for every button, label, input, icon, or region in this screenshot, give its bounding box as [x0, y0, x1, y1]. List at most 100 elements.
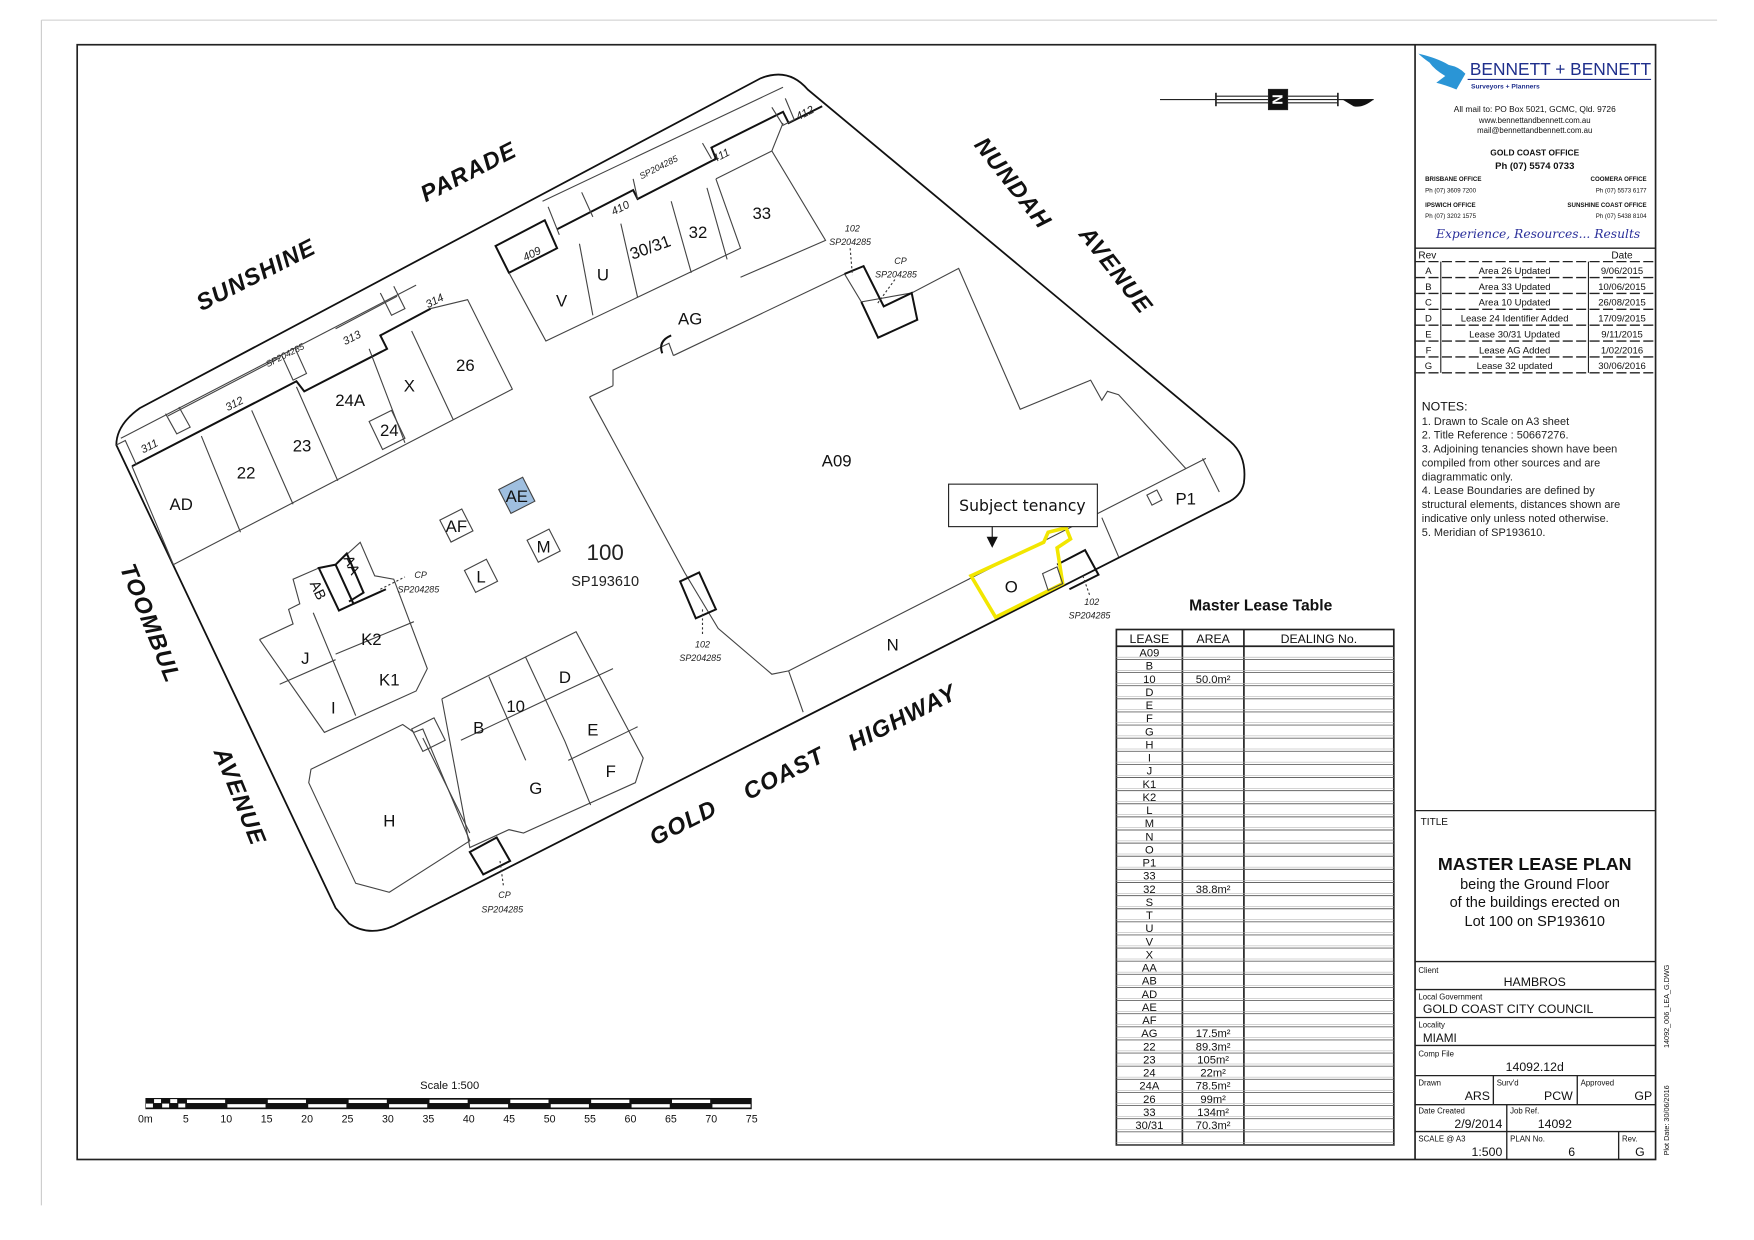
scale-bar-segment — [429, 1099, 468, 1104]
lease-table-row: AE — [1116, 1002, 1394, 1015]
scale-bar-tick-label: 75 — [746, 1114, 758, 1126]
note-line: 2. Title Reference : 50667276. — [1422, 430, 1569, 442]
callout-text: Subject tenancy — [959, 496, 1085, 515]
frontage-pier — [165, 285, 406, 435]
scale-bar-segment — [510, 1099, 549, 1104]
strip-plan-label: SP204285 — [638, 153, 680, 181]
street-label-nundah: NUNDAH — [969, 132, 1056, 233]
rev-value: G — [1635, 1145, 1645, 1159]
annotation-sp: SP204285 — [875, 269, 917, 279]
locality-value: MIAMI — [1423, 1032, 1457, 1045]
scale-bar-tick-label: 65 — [665, 1114, 677, 1126]
lease-id-cell: 32 — [1143, 884, 1155, 896]
scale-bar-tick-label: 25 — [342, 1114, 354, 1126]
frontage-strip-thick-line — [131, 307, 432, 468]
sp204285-boundary-line — [167, 295, 398, 417]
title-label: TITLE — [1421, 817, 1449, 828]
coomera-office-label: COOMERA OFFICE — [1591, 176, 1647, 183]
lot-plan-number: SP193610 — [571, 574, 639, 590]
scale-bar-tick-label: 35 — [422, 1114, 434, 1126]
north-arrow-n-glyph: N — [1268, 94, 1284, 104]
lease-label: AA — [340, 553, 363, 578]
site-plan: SUNSHINE PARADE NUNDAH AVENUE TOOMBUL AV… — [115, 73, 1246, 932]
job-ref-label: Job Ref. — [1510, 1107, 1539, 1116]
lease-id-cell: 10 — [1143, 674, 1155, 686]
annotation-cp-south: CP SP204285 — [481, 860, 523, 914]
lease-label: 10 — [506, 697, 525, 716]
lease-label: AD — [170, 495, 193, 514]
ipswich-office-label: IPSWICH OFFICE — [1425, 202, 1476, 209]
mail-address: All mail to: PO Box 5021, GCMC, Qld. 972… — [1454, 104, 1616, 114]
lease-id-cell: J — [1147, 766, 1153, 778]
survd-value: PCW — [1544, 1089, 1573, 1103]
lease-table-row: F — [1116, 713, 1394, 726]
scale-bar-tick-label: 10 — [220, 1114, 232, 1126]
annotation-sp: SP204285 — [397, 585, 439, 595]
scale-bar-segment — [308, 1104, 347, 1108]
company-logo: BENNETT + BENNETT Surveyors + Planners — [1418, 53, 1651, 90]
lease-table-row: G — [1116, 726, 1394, 739]
box-after-o — [1056, 548, 1100, 591]
lease-id-cell: AG — [1141, 1028, 1157, 1040]
scale-bar-tick-label: 15 — [261, 1114, 273, 1126]
note-line: 3. Adjoining tenancies shown have been — [1422, 444, 1618, 456]
corner-box-311 — [116, 439, 137, 466]
note-line: 4. Lease Boundaries are defined by — [1422, 485, 1596, 497]
note-line: diagrammatic only. — [1422, 471, 1513, 483]
approved-label: Approved — [1581, 1079, 1614, 1088]
subject-tenancy-highlight[interactable] — [968, 525, 1073, 620]
service-box — [678, 571, 718, 620]
door-swing-arc — [660, 334, 672, 354]
lease-table-row: N — [1116, 831, 1394, 844]
lease-id-cell: D — [1145, 687, 1153, 699]
lease-label: M — [537, 537, 551, 556]
note-line: indicative only unless noted otherwise. — [1422, 513, 1609, 525]
logo-mark-icon — [1418, 53, 1466, 90]
lease-table-row: AA — [1116, 963, 1394, 975]
lease-l-box — [463, 558, 499, 594]
p1-small-box — [1146, 489, 1163, 506]
company-subtitle: Surveyors + Planners — [1471, 83, 1540, 90]
lease-label: K1 — [379, 670, 400, 689]
brisbane-office-label: BRISBANE OFFICE — [1425, 176, 1481, 183]
lease-label: 23 — [293, 437, 312, 456]
lease-24-box — [368, 409, 406, 451]
lease-id-cell: AE — [1142, 1002, 1157, 1014]
lease-af-box — [439, 508, 474, 543]
lease-id-cell: 26 — [1143, 1094, 1155, 1106]
street-label-toombul-avenue: AVENUE — [208, 743, 271, 849]
lease-label: P1 — [1175, 489, 1196, 508]
lease-table-row: H — [1116, 739, 1394, 752]
revision-description: Area 26 Updated — [1479, 266, 1551, 277]
lease-label: B — [473, 718, 484, 737]
scale-bar-segment — [389, 1104, 428, 1108]
brisbane-office-phone: Ph (07) 3609 7200 — [1425, 187, 1476, 194]
lease-table-border — [1115, 628, 1395, 1146]
revision-description: Lease 30/31 Updated — [1469, 329, 1560, 340]
revision-date: 17/09/2015 — [1598, 314, 1646, 325]
annotation-cp: CP — [414, 570, 426, 580]
coomera-office-phone: Ph (07) 5573 6177 — [1596, 187, 1647, 194]
scale-bar-tick-label: 45 — [503, 1114, 515, 1126]
survd-label: Surv'd — [1497, 1079, 1519, 1088]
title-block-grid — [1415, 960, 1656, 1160]
annotation-102: 102 — [845, 223, 860, 233]
lease-area-cell: 70.3m² — [1196, 1120, 1231, 1132]
lot-number: 410 — [610, 199, 633, 219]
lease-table-row: K2 — [1116, 792, 1394, 805]
date-created-value: 2/9/2014 — [1454, 1117, 1502, 1131]
comp-file-label: Comp File — [1418, 1050, 1454, 1059]
lease-table-row: M — [1116, 818, 1394, 831]
lease-h-boundary — [308, 723, 471, 893]
lease-table-row: S — [1116, 897, 1394, 910]
revision-date: 30/06/2016 — [1598, 361, 1646, 372]
lease-table-row: K1 — [1116, 779, 1394, 792]
revision-date: 26/08/2015 — [1598, 298, 1646, 309]
drawn-value: ARS — [1465, 1089, 1490, 1103]
scale-bar-segment — [591, 1099, 630, 1104]
lease-row-ad-26 — [131, 299, 514, 566]
scale-bar-segment — [178, 1103, 186, 1108]
lease-label: AE — [506, 487, 528, 506]
scale-bar-segment — [145, 1103, 153, 1108]
